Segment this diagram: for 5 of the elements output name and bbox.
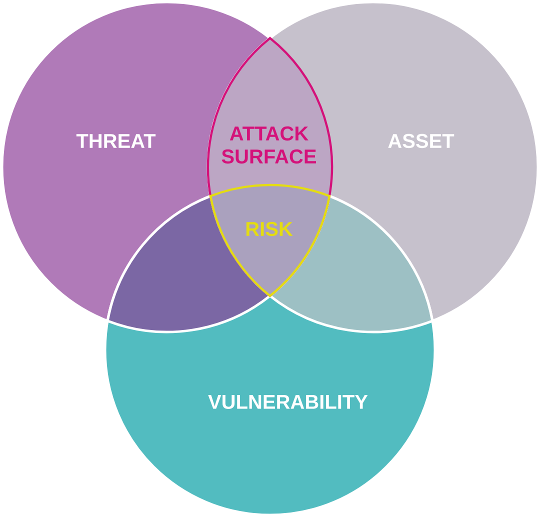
region-label: ATTACK SURFACE bbox=[222, 126, 316, 164]
region-label: ASSET bbox=[388, 134, 454, 148]
region-label: THREAT bbox=[76, 134, 156, 148]
region-label: RISK bbox=[246, 222, 293, 236]
region-label: VULNERABILITY bbox=[208, 395, 368, 409]
